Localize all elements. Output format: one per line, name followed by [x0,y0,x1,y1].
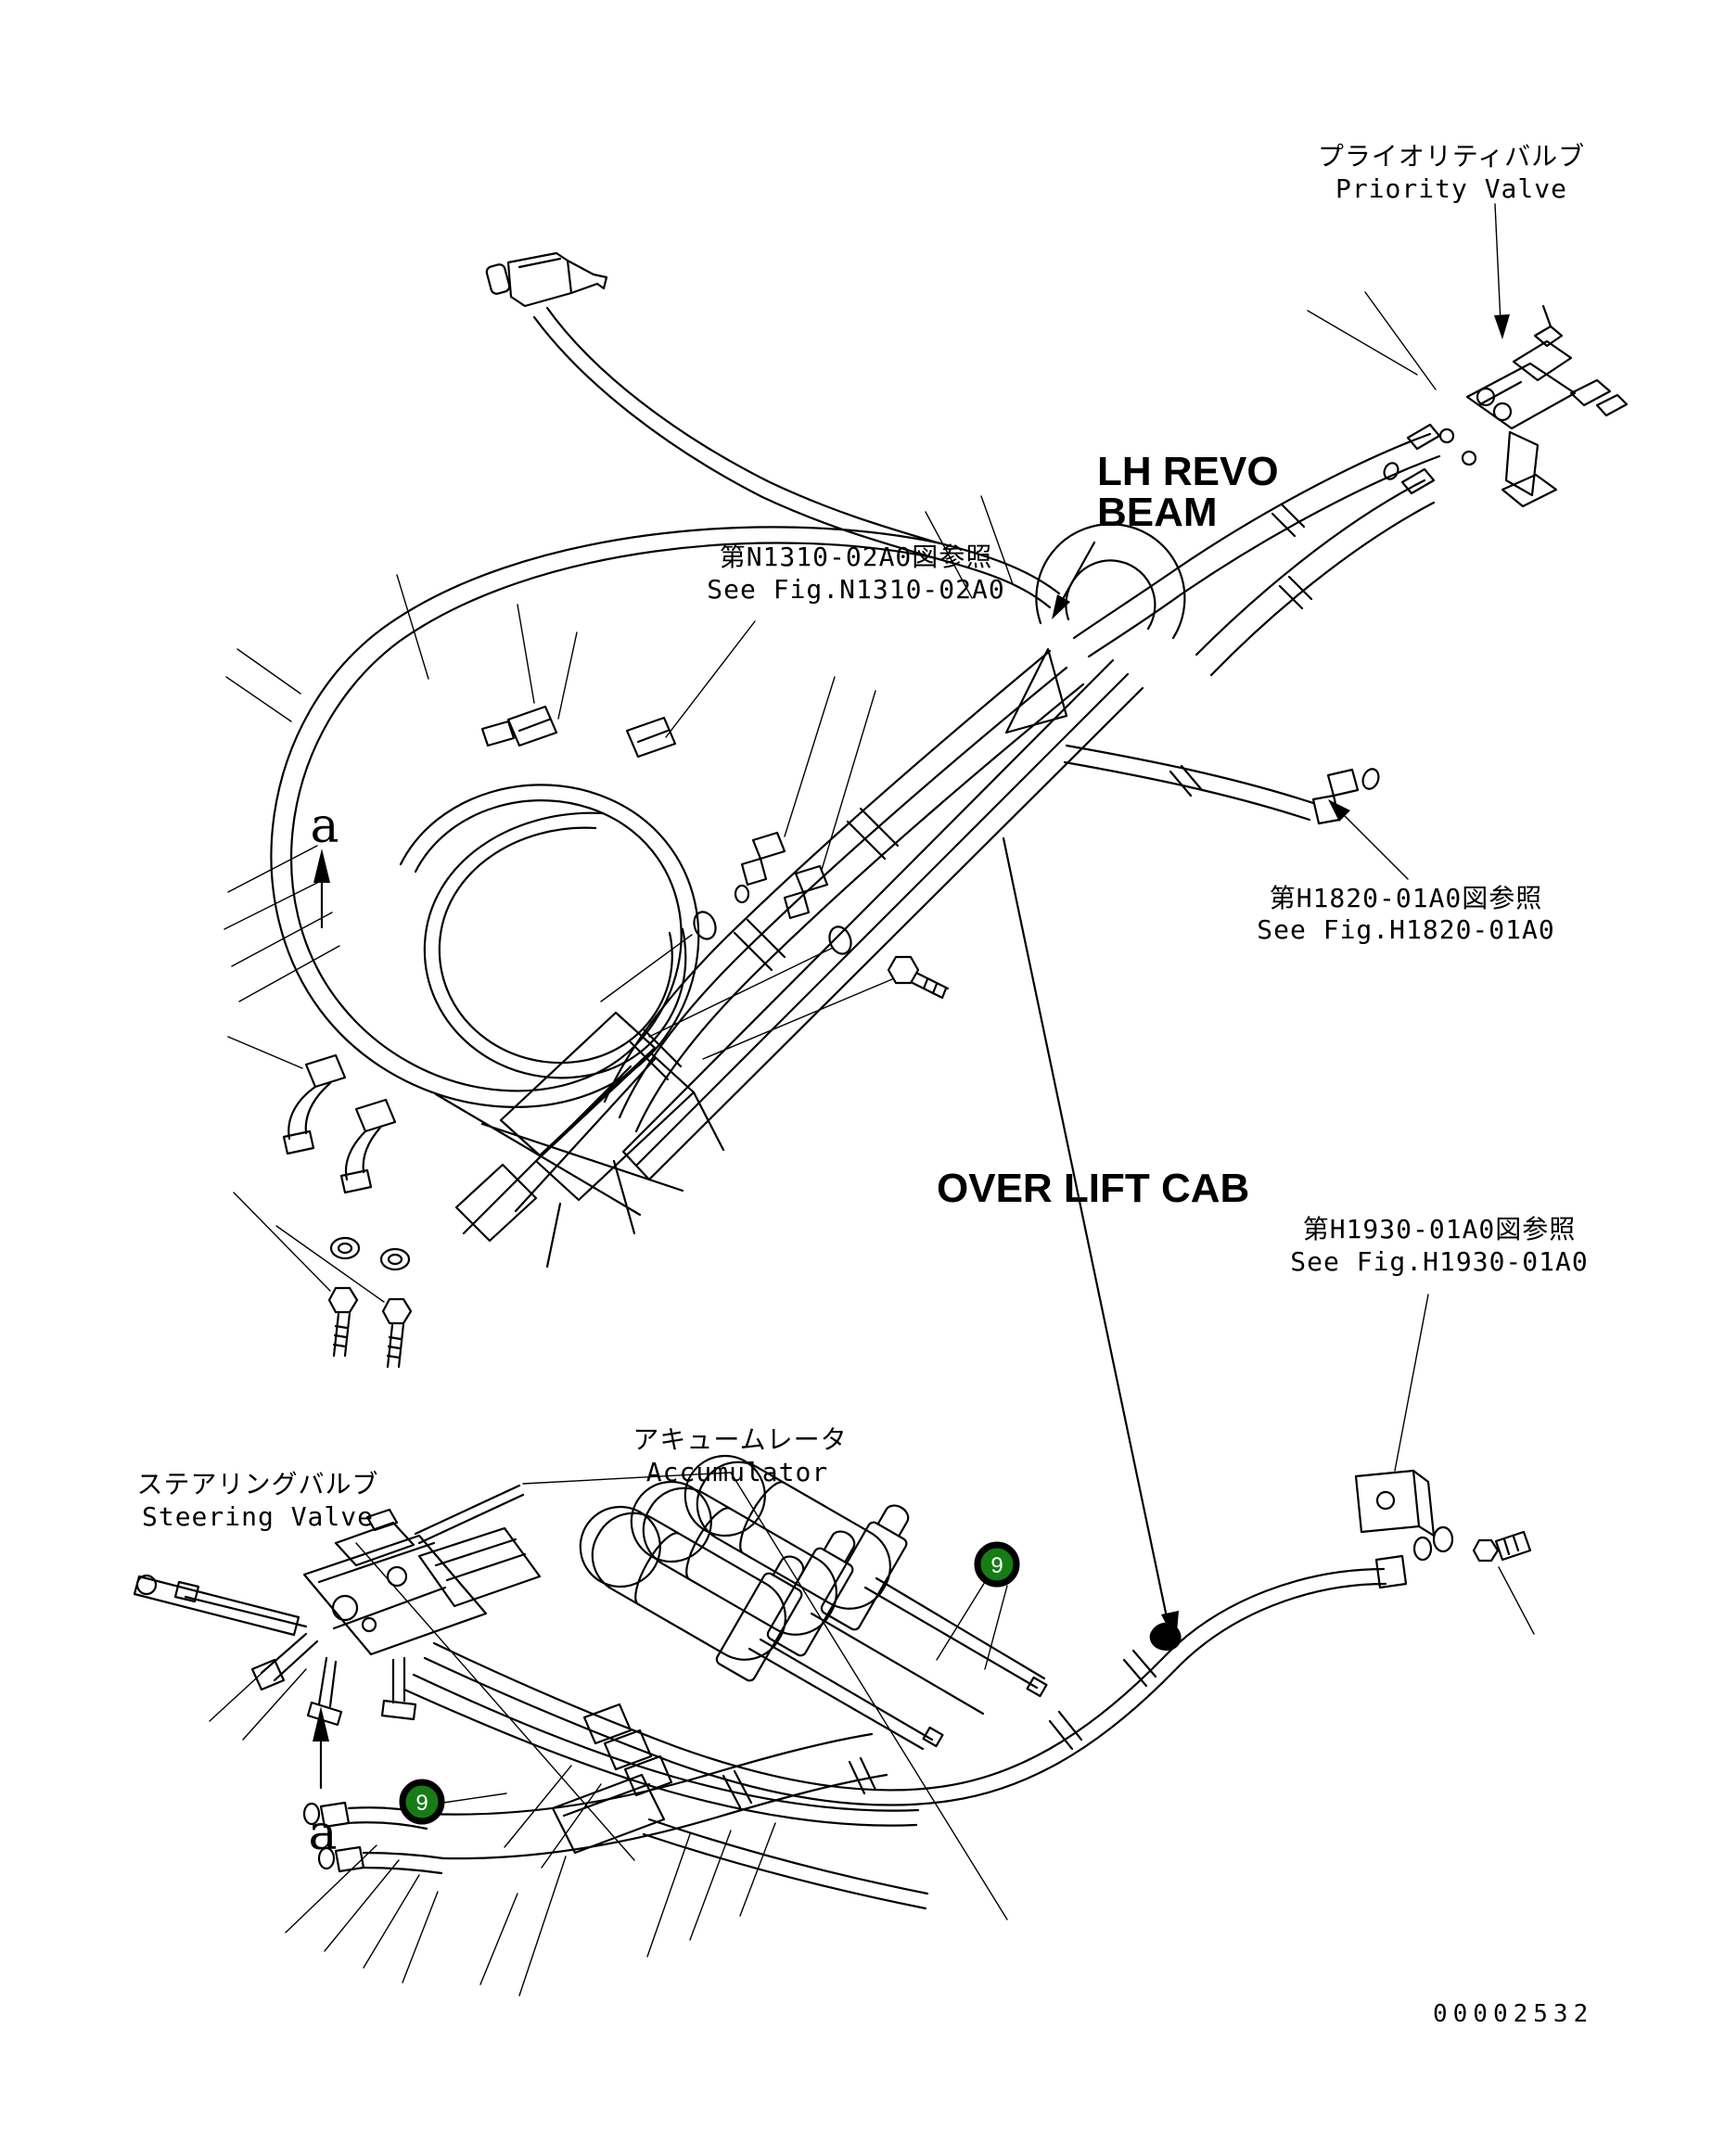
drawing-number: 00002532 [1433,2000,1593,2028]
bottom-hose-bundle [402,1567,1387,1910]
callout-9-lower: 9 [399,1779,445,1825]
view-a-bottom-arrow [313,1706,329,1790]
priority-valve-assembly [1438,304,1629,508]
left-hex-bolts [327,1286,413,1369]
beam-hose-bundle [603,649,1085,1133]
priority-valve-arrow [1494,203,1510,339]
revo-beam [621,658,1144,1181]
top-leader-lines [224,291,1437,1303]
lh-revo-beam-arrow [1052,541,1096,619]
callout-9-upper: 9 [974,1541,1020,1588]
ref-n1310-label-jp: 第N1310-02A0図参照 [720,542,993,572]
scribble-mark [1149,1622,1182,1651]
lh-revo-beam-label-line1: LH REVO [1097,449,1279,494]
hose-clamp-plates [551,1703,673,1855]
beam-mount-bracket [434,1011,725,1269]
ref-h1820-label-jp: 第H1820-01A0図参照 [1270,883,1543,913]
beam-hose-clamps [629,807,900,1081]
bottom-leader-lines [285,1581,1008,1997]
ref-h1930-label-en: See Fig.H1930-01A0 [1290,1246,1588,1277]
callout-9-upper-label: 9 [990,1553,1003,1578]
beam-eye [1004,523,1186,734]
over-lift-cab-arrow [1002,836,1179,1643]
lh-revo-beam-label-line2: BEAM [1097,490,1218,535]
steering-valve-label-en: Steering Valve [142,1501,374,1532]
ref-n1310-label-en: See Fig.N1310-02A0 [707,574,1004,605]
n1310-leader-line [665,620,756,738]
h1930-part [1354,1469,1535,1635]
ref-h1930-label-jp: 第H1930-01A0図参照 [1303,1214,1577,1244]
accumulator-studs [748,1576,1048,1751]
accumulator-3 [684,1454,910,1631]
priority-valve-label-jp: プライオリティバルブ [1318,141,1585,172]
h1820-arrow [1328,799,1409,880]
clevis-fitting [485,251,608,308]
left-elbow-fittings [282,1053,397,1194]
inner-loop-hose [423,811,687,1079]
steering-valve-assembly [133,1484,542,1727]
steering-valve-leaders [209,1472,1008,1920]
mid-hex-bolt [887,955,950,1000]
callout-9-lower-label: 9 [415,1791,428,1816]
priority-valve-label-en: Priority Valve [1335,173,1567,204]
accumulator-2 [630,1480,856,1657]
over-lift-cab-label: OVER LIFT CAB [937,1166,1249,1211]
accumulator-label-jp: アキュームレータ [632,1424,847,1455]
clevis-hose [532,306,1061,609]
mid-fittings [693,831,852,955]
steering-valve-label-jp: ステアリングバルブ [136,1469,378,1499]
hose-bands [722,1649,1157,1809]
h1930-leader-line [1394,1294,1429,1472]
hose-coupler-blocks [480,705,677,759]
view-a-top-arrow [313,848,330,929]
h1820-elbow-hose [1063,744,1380,825]
ref-h1820-label-en: See Fig.H1820-01A0 [1257,914,1554,945]
accumulator-label-en: Accumulator [646,1457,828,1487]
hose-stub-fittings [302,1801,445,1875]
view-a-bottom-label: a [308,1805,337,1861]
washer-rings [329,1236,411,1271]
priority-valve-hoses [1072,423,1441,677]
view-a-top-label: a [310,798,339,854]
